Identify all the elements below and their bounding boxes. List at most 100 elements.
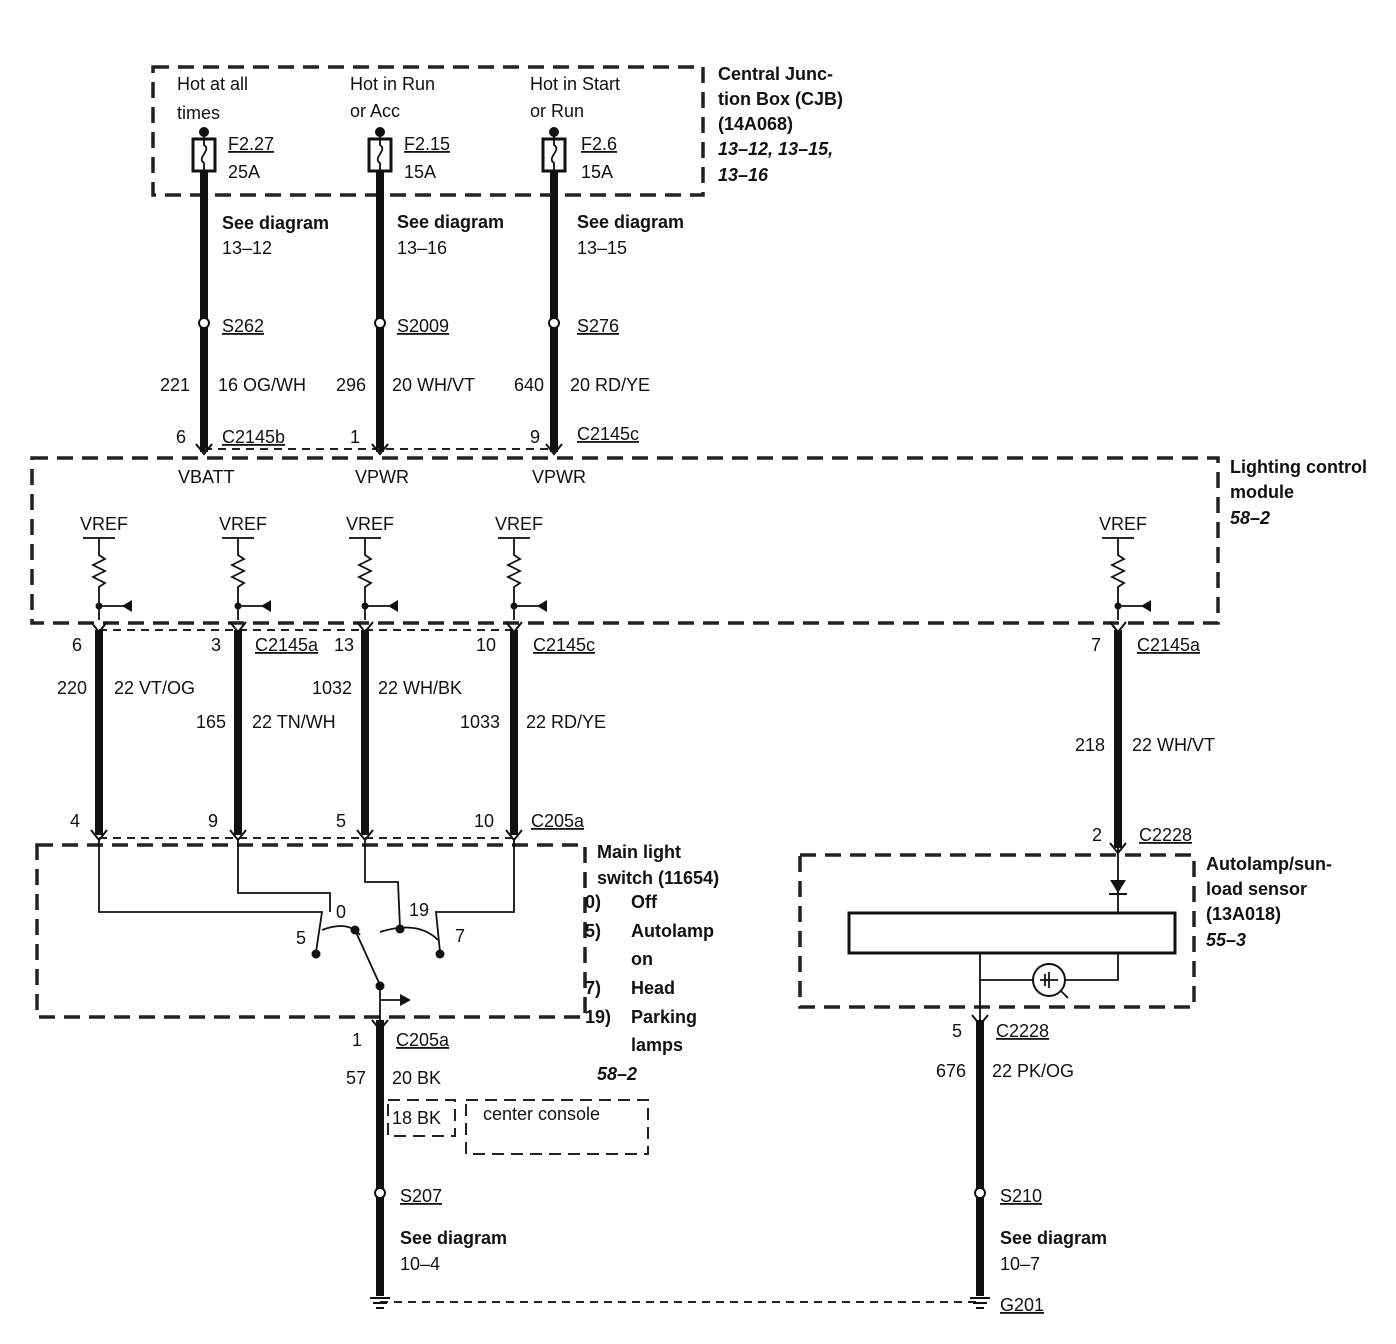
lcm-input-vbatt: VBATT — [178, 467, 235, 487]
switch-pos-label-3: Head — [631, 978, 675, 998]
sensor-title-1: Autolamp/sun- — [1206, 854, 1332, 874]
vref-label-3: VREF — [346, 514, 394, 534]
switch-arrow-icon — [400, 994, 411, 1006]
switch-pos-label-0: Off — [631, 892, 658, 912]
feed3-see: See diagram — [577, 212, 684, 232]
main-switch-box — [35, 843, 587, 1019]
fuse3-id: F2.6 — [581, 134, 617, 154]
gr-diagram: 10–7 — [1000, 1254, 1040, 1274]
feed3-diagram: 13–15 — [577, 238, 627, 258]
sw4-switch-connector: C205a — [531, 811, 585, 831]
vref-resistor-1: VREF — [80, 514, 132, 620]
sw3-wire: 22 WH/BK — [378, 678, 462, 698]
main-switch-ref: 58–2 — [597, 1064, 637, 1084]
gr-splice: S210 — [1000, 1186, 1042, 1206]
switch-contacts — [98, 838, 515, 1030]
vref-resistor-3: VREF — [346, 514, 398, 620]
sw4-connector: C2145c — [533, 635, 595, 655]
location-box — [465, 1099, 649, 1155]
feed3-connector: C2145c — [577, 424, 639, 444]
ground-icon-left — [370, 1297, 390, 1309]
feed2-splice: S2009 — [397, 316, 449, 336]
fuse-icon-f2-27 — [191, 127, 217, 173]
switch-contact-5 — [311, 949, 321, 959]
cjb-refs-2: 13–16 — [718, 165, 769, 185]
fuse2-desc-2: or Acc — [350, 101, 400, 121]
sw2-wire: 22 TN/WH — [252, 712, 336, 732]
sw4-lcm-pin: 10 — [476, 635, 496, 655]
pin-chevrons — [90, 443, 1127, 855]
sw4-circuit: 1033 — [460, 712, 500, 732]
diode-icon — [1110, 880, 1126, 893]
sw4-switch-pin: 10 — [474, 811, 494, 831]
fuse-icon-f2-6 — [541, 127, 567, 173]
ground-id: G201 — [1000, 1295, 1044, 1315]
fuse1-desc-2: times — [177, 103, 220, 123]
switch-contact-7 — [435, 949, 445, 959]
vref-label-1: VREF — [80, 514, 128, 534]
feed3-circuit: 640 — [514, 375, 544, 395]
feed1-connector: C2145b — [222, 427, 285, 447]
ground-icon-right — [970, 1297, 990, 1309]
main-switch-title-2: switch (11654) — [597, 868, 719, 888]
sensor-lcm-connector: C2145a — [1137, 635, 1201, 655]
fuse2-id: F2.15 — [404, 134, 450, 154]
sw2-lcm-pin: 3 — [211, 635, 221, 655]
lcm-title-1: Lighting control — [1230, 457, 1367, 477]
feed1-diagram: 13–12 — [222, 238, 272, 258]
gl-diagram: 10–4 — [400, 1254, 440, 1274]
switch-pos-label-4: Parking — [631, 1007, 697, 1027]
gr-see: See diagram — [1000, 1228, 1107, 1248]
gl-wire: 20 BK — [392, 1068, 441, 1088]
switch-pos-label-1: Autolamp — [631, 921, 714, 941]
switch-pos-0: 0 — [336, 902, 346, 922]
switch-pos-5: 5 — [296, 928, 306, 948]
switch-pos-label-5: lamps — [631, 1035, 683, 1055]
splice-s262-icon — [198, 317, 210, 329]
feed1-see: See diagram — [222, 213, 329, 233]
switch-pivot — [375, 981, 385, 991]
feed1-wire: 16 OG/WH — [218, 375, 306, 395]
splice-s2009-icon — [374, 317, 386, 329]
sw3-lcm-pin: 13 — [334, 635, 354, 655]
lcm-title-2: module — [1230, 482, 1294, 502]
sw2-connector: C2145a — [255, 635, 319, 655]
feed2-pin: 1 — [350, 427, 360, 447]
switch-pos-num-0: 0) — [585, 892, 601, 912]
feed3-pin: 9 — [530, 427, 540, 447]
vref-label-2: VREF — [219, 514, 267, 534]
feed1-circuit: 221 — [160, 375, 190, 395]
gr-wire: 22 PK/OG — [992, 1061, 1074, 1081]
splice-s207-icon — [374, 1187, 386, 1199]
switch-pos-num-3: 7) — [585, 978, 601, 998]
gl-see: See diagram — [400, 1228, 507, 1248]
cjb-title-1: Central Junc- — [718, 64, 833, 84]
feed1-pin: 6 — [176, 427, 186, 447]
sw2-circuit: 165 — [196, 712, 226, 732]
sensor-pin: 2 — [1092, 825, 1102, 845]
sw3-circuit: 1032 — [312, 678, 352, 698]
switch-pos-num-4: 19) — [585, 1007, 611, 1027]
photodiode-glyph — [1040, 972, 1058, 988]
sensor-ref: 55–3 — [1206, 930, 1246, 950]
gl-circuit: 57 — [346, 1068, 366, 1088]
fuse3-rating: 15A — [581, 162, 613, 182]
sw1-wire: 22 VT/OG — [114, 678, 195, 698]
gr-pin: 5 — [952, 1021, 962, 1041]
vref-label-4: VREF — [495, 514, 543, 534]
fuse1-desc-1: Hot at all — [177, 74, 248, 94]
sensor-connector: C2228 — [1139, 825, 1192, 845]
lcm-ref: 58–2 — [1230, 508, 1270, 528]
fuse1-id: F2.27 — [228, 134, 274, 154]
sw4-wire: 22 RD/YE — [526, 712, 606, 732]
fuse2-rating: 15A — [404, 162, 436, 182]
alt-wire-box — [387, 1099, 456, 1137]
feed2-circuit: 296 — [336, 375, 366, 395]
cjb-box — [151, 65, 705, 197]
vref-label-5: VREF — [1099, 514, 1147, 534]
sensor-circuit-num: 218 — [1075, 735, 1105, 755]
lcm-input-vpwr-1: VPWR — [355, 467, 409, 487]
switch-pos-19: 19 — [409, 900, 429, 920]
sensor-box — [798, 853, 1196, 1009]
